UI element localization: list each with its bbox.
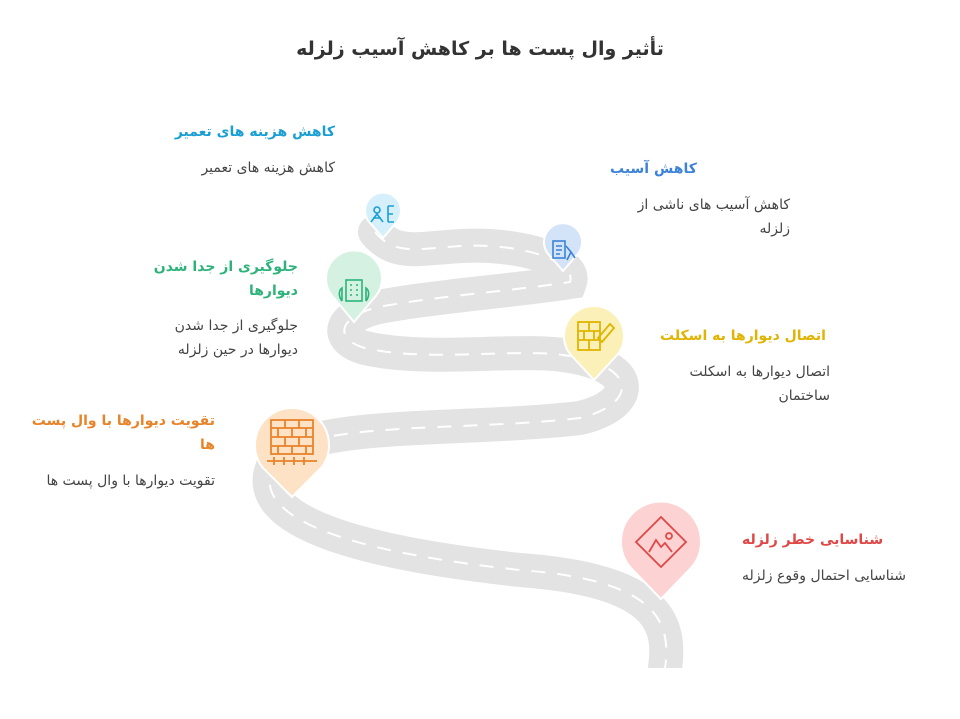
wall-trowel-icon [577,321,616,351]
step-title-damage-reduction: کاهش آسیب [610,161,697,177]
marker-prevent-separation [325,249,383,324]
marker-damage-reduction [543,222,583,273]
marker-connect-walls [563,305,625,382]
step-desc-identify-risk: شناسایی احتمال وقوع زلزله [742,568,906,584]
step-title-prevent-separation: جلوگیری از جدا شدن دیوارها [153,259,298,299]
damage-reduction-icon [552,240,576,261]
marker-strengthen-walls [254,407,330,499]
step-desc-repair-cost: کاهش هزینه های تعمیر [201,160,335,176]
step-title-connect-walls: اتصال دیوارها به اسکلت [660,328,826,344]
repair-cost-icon [370,205,394,223]
marker-identify-risk [620,500,702,601]
step-desc-strengthen-walls: تقویت دیوارها با وال پست ها [46,473,215,489]
step-title-repair-cost: کاهش هزینه های تعمیر [174,124,335,140]
road-center-line [268,231,668,669]
step-desc-prevent-separation: جلوگیری از جدا شدن دیوارها در حین زلزله [174,318,298,358]
marker-repair-cost [364,191,402,240]
earthquake-warning-icon [634,515,688,569]
building-icon [338,279,370,302]
page-title: تأثیر وال پست ها بر کاهش آسیب زلزله [296,38,664,60]
step-desc-damage-reduction: کاهش آسیب های ناشی از زلزله [637,197,790,237]
step-desc-connect-walls: اتصال دیوارها به اسکلت ساختمان [689,364,830,404]
step-title-identify-risk: شناسایی خطر زلزله [742,532,884,548]
brick-wall-icon [267,419,317,465]
step-title-strengthen-walls: تقویت دیوارها با وال پست ها [31,413,215,453]
